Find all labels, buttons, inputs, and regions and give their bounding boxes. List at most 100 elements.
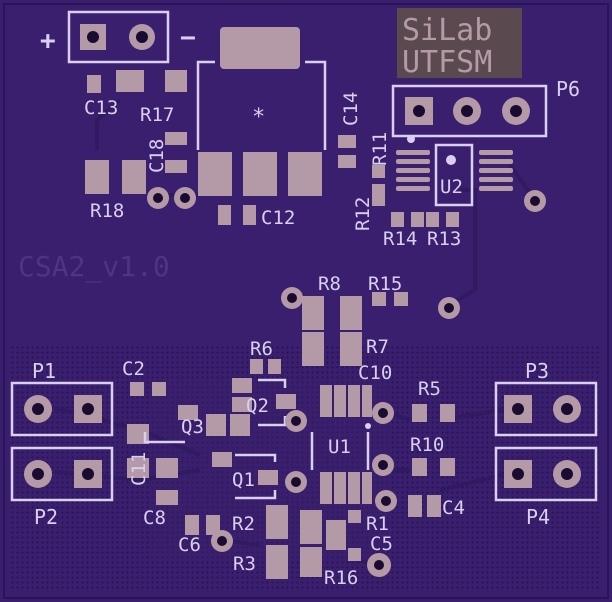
q2-pad-c[interactable]	[276, 394, 296, 409]
c2-pad-a[interactable]	[130, 382, 144, 396]
u1-pad-4[interactable]	[362, 472, 372, 504]
r14-pad-b[interactable]	[411, 212, 424, 227]
r10-pad-a[interactable]	[412, 458, 427, 476]
silk-labels: C13 R17 C14 C18 R11 R18 C12 R12 R14 R13 …	[84, 92, 465, 589]
label-c6: C6	[178, 534, 201, 556]
silab-logo: SiLab UTFSM	[397, 8, 522, 80]
c13-pad-a[interactable]	[87, 75, 101, 93]
r17-pad-b[interactable]	[165, 70, 187, 92]
r8-pad-b[interactable]	[340, 296, 362, 330]
r2-pad-a[interactable]	[266, 505, 288, 539]
p6-pin-2-hole	[461, 105, 473, 117]
label-r18: R18	[90, 200, 124, 222]
c14-pad-b[interactable]	[338, 155, 356, 168]
big-cap-pad-2[interactable]	[243, 152, 277, 196]
c12-pad-b[interactable]	[243, 205, 256, 225]
r16-pad-b[interactable]	[326, 520, 346, 550]
logo-background	[397, 8, 522, 78]
label-r1: R1	[366, 513, 389, 535]
q3-pad-a[interactable]	[178, 405, 198, 420]
u2-orientation-dot	[446, 155, 456, 165]
label-r3: R3	[233, 553, 256, 575]
p4-pin-1-hole	[512, 468, 524, 480]
r15-pad-a[interactable]	[372, 292, 386, 306]
r3-pad-a[interactable]	[266, 545, 288, 579]
label-q1: Q1	[232, 469, 255, 491]
q3-pad-b[interactable]	[206, 414, 226, 436]
label-r11: R11	[369, 132, 391, 166]
power-header: + −	[40, 10, 196, 64]
u1-pad-1[interactable]	[320, 472, 332, 504]
via-u2-right-hole	[530, 196, 540, 206]
u1-pad-2[interactable]	[334, 472, 346, 504]
label-c2: C2	[122, 358, 145, 380]
r7-pad-b[interactable]	[340, 332, 362, 366]
q3-outline	[143, 432, 185, 444]
c4-pad-a[interactable]	[408, 495, 422, 517]
p2-pin-2-hole	[82, 468, 94, 480]
u1-pad-3[interactable]	[348, 472, 360, 504]
q1-pad-b[interactable]	[258, 470, 278, 485]
q2-pad-a[interactable]	[232, 378, 252, 393]
c11-pad-c[interactable]	[156, 458, 178, 478]
q3-pad-c[interactable]	[230, 414, 250, 436]
c2-pad-b[interactable]	[152, 382, 166, 396]
r13-pad-a[interactable]	[426, 212, 439, 227]
r15-pad-b[interactable]	[394, 292, 408, 306]
label-r12: R12	[352, 197, 374, 231]
c11-pad-a[interactable]	[127, 424, 149, 444]
r8-pad-a[interactable]	[302, 296, 324, 330]
label-c18: C18	[146, 139, 168, 173]
r13-pad-b[interactable]	[446, 212, 459, 227]
mid-parts	[130, 287, 460, 432]
connector-p3: P3	[494, 359, 598, 437]
r17-pad-a[interactable]	[116, 70, 144, 92]
label-r6: R6	[250, 338, 273, 360]
via-r15-right-hole	[444, 303, 454, 313]
r7-pad-a[interactable]	[302, 332, 324, 366]
logo-line-2: UTFSM	[402, 45, 492, 80]
c12-pad-a[interactable]	[218, 205, 231, 225]
c11-pad-b[interactable]	[127, 458, 149, 478]
q2-pad-b[interactable]	[232, 397, 252, 412]
r5-pad-a[interactable]	[412, 404, 427, 422]
u2-area: U2	[372, 135, 546, 227]
r1-pad-a[interactable]	[348, 510, 361, 523]
big-cap-pad-3[interactable]	[288, 152, 322, 196]
c10-pad-c[interactable]	[348, 385, 360, 417]
c5-pad-a[interactable]	[348, 548, 361, 561]
r6-pad-a[interactable]	[250, 359, 263, 374]
plus-label: +	[40, 26, 56, 56]
label-c4: C4	[442, 497, 465, 519]
r14-pad-a[interactable]	[391, 212, 404, 227]
p3-outline	[494, 381, 598, 437]
r10-pad-b[interactable]	[440, 458, 455, 476]
q1-pad-a[interactable]	[212, 452, 232, 467]
c14-pad-a[interactable]	[338, 135, 356, 148]
r11-pad[interactable]	[372, 165, 385, 178]
label-c14: C14	[340, 92, 362, 126]
c10-pad-a[interactable]	[320, 385, 332, 417]
label-r16: R16	[324, 567, 358, 589]
r6-pad-b[interactable]	[268, 359, 281, 374]
inductor-pad[interactable]	[220, 27, 300, 69]
star-mark: *	[252, 105, 265, 130]
r2-pad-b[interactable]	[300, 510, 322, 544]
c10-pad-d[interactable]	[362, 385, 372, 417]
big-cap-pad-1[interactable]	[198, 152, 232, 196]
p1-outline	[10, 381, 114, 437]
r18-pad-a[interactable]	[85, 160, 109, 194]
c6-pad-b[interactable]	[206, 515, 220, 535]
c4-pad-b[interactable]	[427, 495, 441, 517]
r12-pad-a[interactable]	[372, 184, 385, 206]
c18-pad-a[interactable]	[165, 132, 187, 145]
r18-pad-b[interactable]	[122, 160, 146, 194]
c18-pad-b[interactable]	[165, 160, 187, 173]
r16-pad-a[interactable]	[300, 547, 322, 577]
c8-pad-a[interactable]	[156, 490, 178, 505]
c6-pad-a[interactable]	[185, 515, 199, 535]
c10-pad-b[interactable]	[334, 385, 346, 417]
p3-pin-2-hole	[561, 403, 573, 415]
r5-pad-b[interactable]	[440, 404, 455, 422]
